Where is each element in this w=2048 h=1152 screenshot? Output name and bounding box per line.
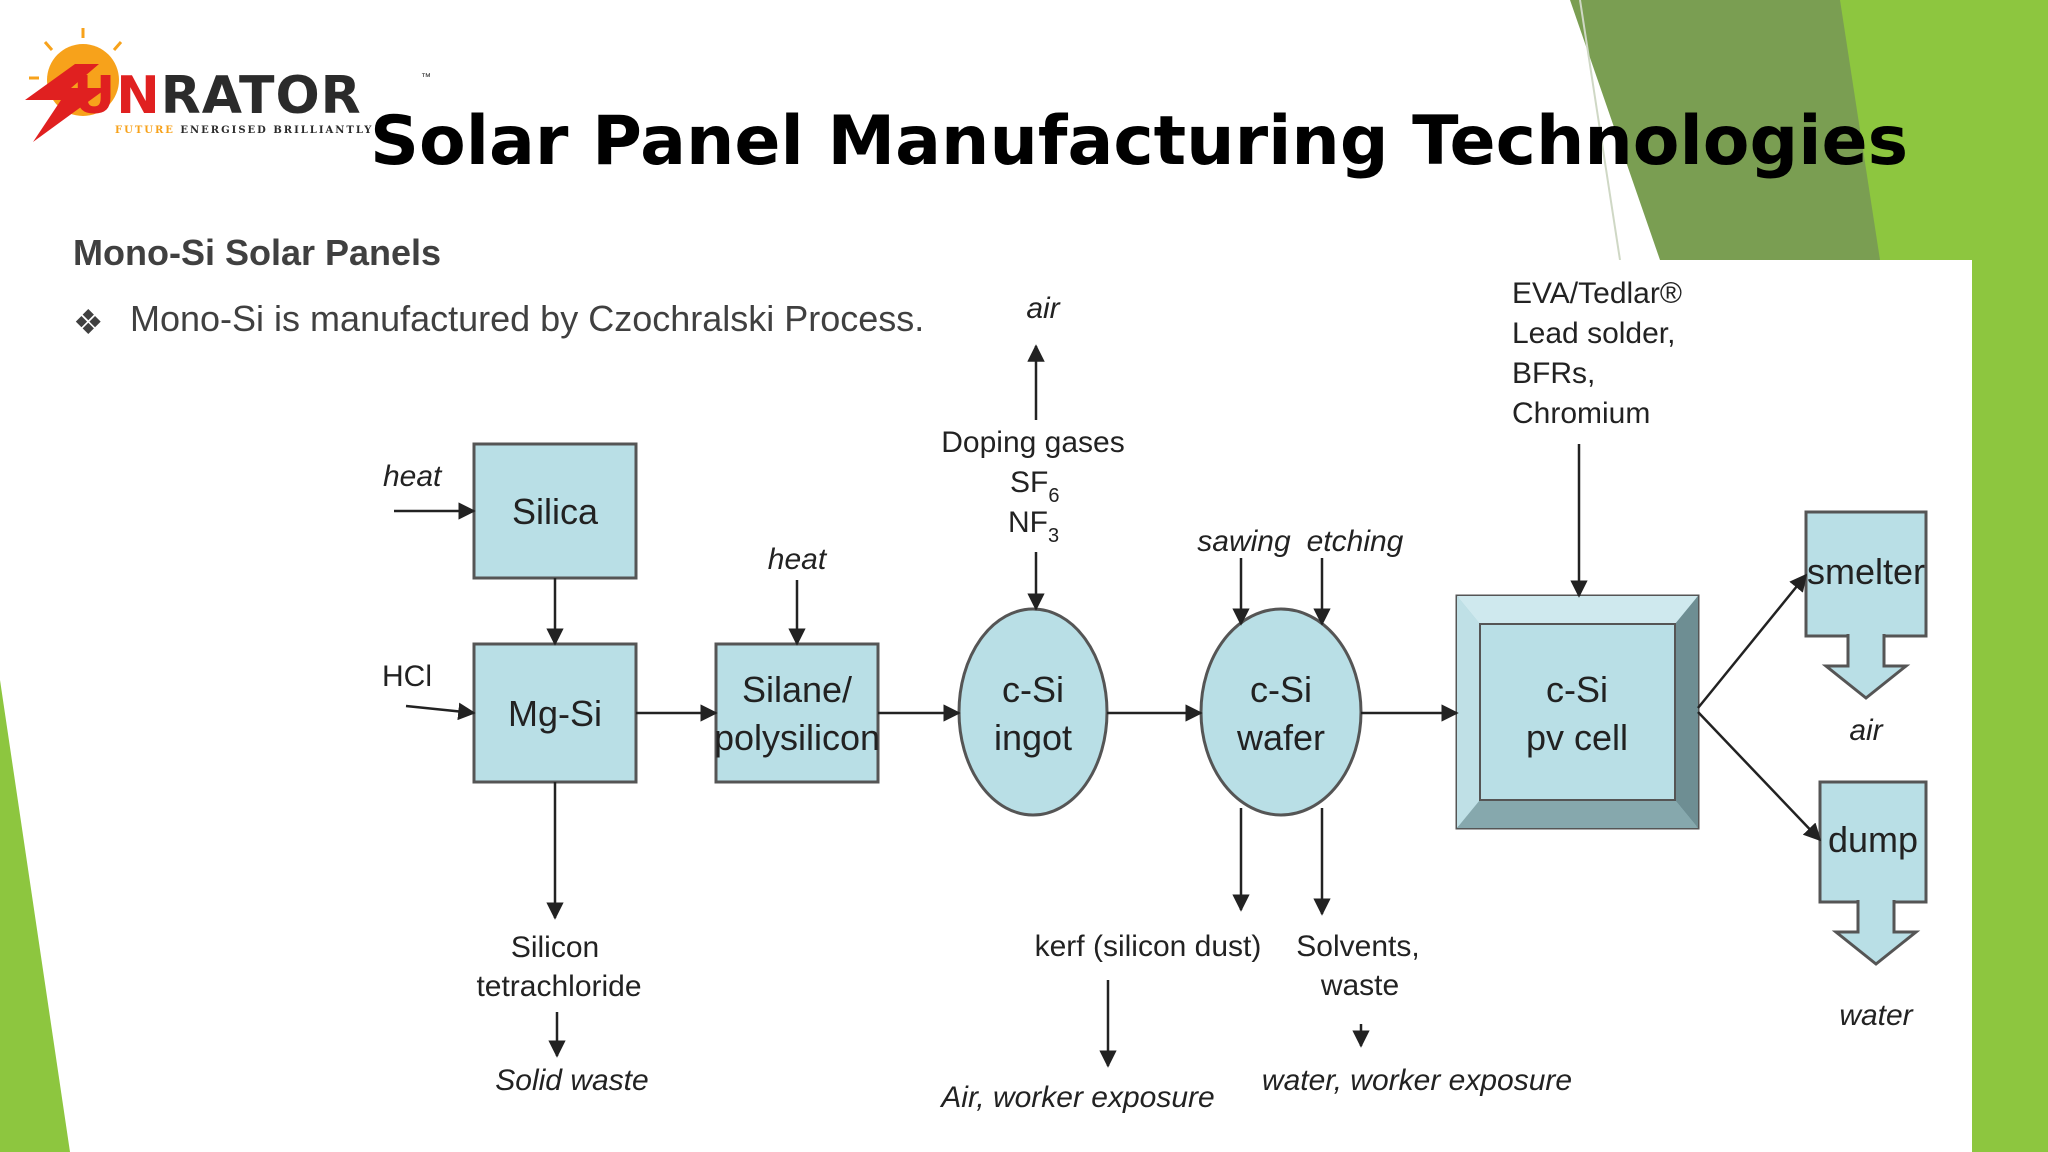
label-etching: etching (1307, 525, 1404, 558)
bullet-icon: ❖ (73, 304, 104, 342)
node-silica (472, 442, 638, 580)
label-kerf: kerf (silicon dust) (1035, 930, 1262, 963)
decor-right-strip (1972, 140, 2048, 1152)
bullet-text: Mono-Si is manufactured by Czochralski P… (130, 298, 925, 339)
node-smelter-label: smelter (1807, 551, 1925, 592)
label-eva-3: BFRs, (1512, 357, 1595, 390)
logo-wordmark-dark: RATOR (160, 66, 362, 126)
node-ingot-label-2: ingot (994, 717, 1072, 758)
logo-trademark: ™ (421, 72, 431, 83)
label-heat-silica: heat (383, 460, 443, 493)
node-wafer-label-1: c-Si (1250, 669, 1312, 710)
node-ingot (957, 607, 1109, 817)
logo-tagline-red: FUTURE (115, 125, 175, 136)
node-dump-label: dump (1828, 819, 1918, 860)
node-silane (714, 642, 880, 784)
node-silica-label: Silica (512, 491, 599, 532)
label-eva-4: Chromium (1512, 397, 1650, 430)
label-nf-sub: 3 (1048, 525, 1059, 547)
node-silane-label-1: Silane/ (742, 669, 852, 710)
logo-wordmark-red: UN (73, 66, 161, 126)
logo-wordmark: UNRATOR (73, 70, 362, 122)
label-sf: SF6 (1010, 466, 1059, 507)
node-pvcell (1455, 594, 1700, 830)
node-mgsi (472, 642, 638, 784)
label-water-out: water (1839, 999, 1913, 1032)
logo-tagline: FUTURE ENERGISED BRILLIANTLY (115, 125, 373, 136)
node-pvcell-label-1: c-Si (1546, 669, 1608, 710)
node-smelter (1804, 510, 1928, 700)
label-sawing: sawing (1197, 525, 1291, 558)
label-sf-main: SF (1010, 466, 1048, 499)
node-ingot-label-1: c-Si (1002, 669, 1064, 710)
slide-title: Solar Panel Manufacturing Technologies (370, 102, 1909, 181)
decor-thin-line (1579, 0, 1621, 261)
label-air-worker: Air, worker exposure (939, 1081, 1214, 1114)
node-dump (1818, 780, 1928, 966)
label-sf-sub: 6 (1048, 485, 1059, 507)
label-solid-waste: Solid waste (495, 1064, 648, 1097)
node-pvcell-label-2: pv cell (1526, 717, 1628, 758)
flow-arrows (394, 344, 1822, 1068)
label-eva-1: EVA/Tedlar® (1512, 277, 1682, 310)
node-wafer-label-2: wafer (1236, 717, 1325, 758)
label-hcl: HCl (382, 660, 432, 693)
sun-icon (25, 28, 123, 142)
decor-left-strip (0, 680, 70, 1152)
label-doping-gases: Doping gases (941, 426, 1124, 459)
sunrator-logo: UNRATOR ™ FUTURE ENERGISED BRILLIANTLY (15, 22, 435, 142)
label-water-worker: water, worker exposure (1262, 1064, 1572, 1097)
slide-subtitle: Mono-Si Solar Panels (73, 232, 442, 273)
label-eva-2: Lead solder, (1512, 317, 1675, 350)
label-air-top: air (1026, 292, 1060, 325)
label-silicon-2: tetrachloride (476, 970, 641, 1003)
label-air-out: air (1849, 714, 1883, 747)
node-wafer (1199, 607, 1363, 817)
label-solvents-1: Solvents, (1296, 930, 1419, 963)
label-nf-main: NF (1008, 506, 1048, 539)
node-mgsi-label: Mg-Si (508, 693, 602, 734)
label-heat-silane: heat (768, 543, 828, 576)
label-nf: NF3 (1008, 506, 1059, 547)
label-silicon-1: Silicon (511, 931, 599, 964)
decor-top-right-light (1840, 0, 2048, 260)
label-solvents-2: waste (1320, 969, 1399, 1002)
node-silane-label-2: polysilicon (714, 717, 880, 758)
logo-tagline-rest: ENERGISED BRILLIANTLY (180, 125, 374, 136)
